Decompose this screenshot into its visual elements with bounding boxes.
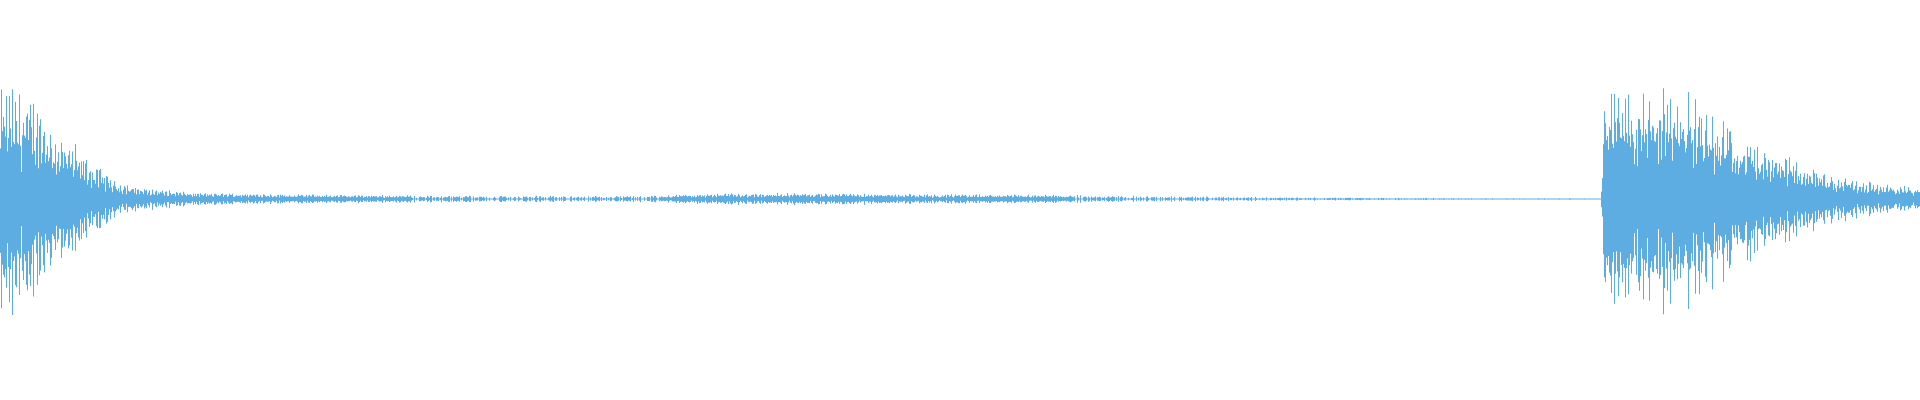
waveform-peaks [0,88,1920,315]
waveform-path [0,88,1920,315]
